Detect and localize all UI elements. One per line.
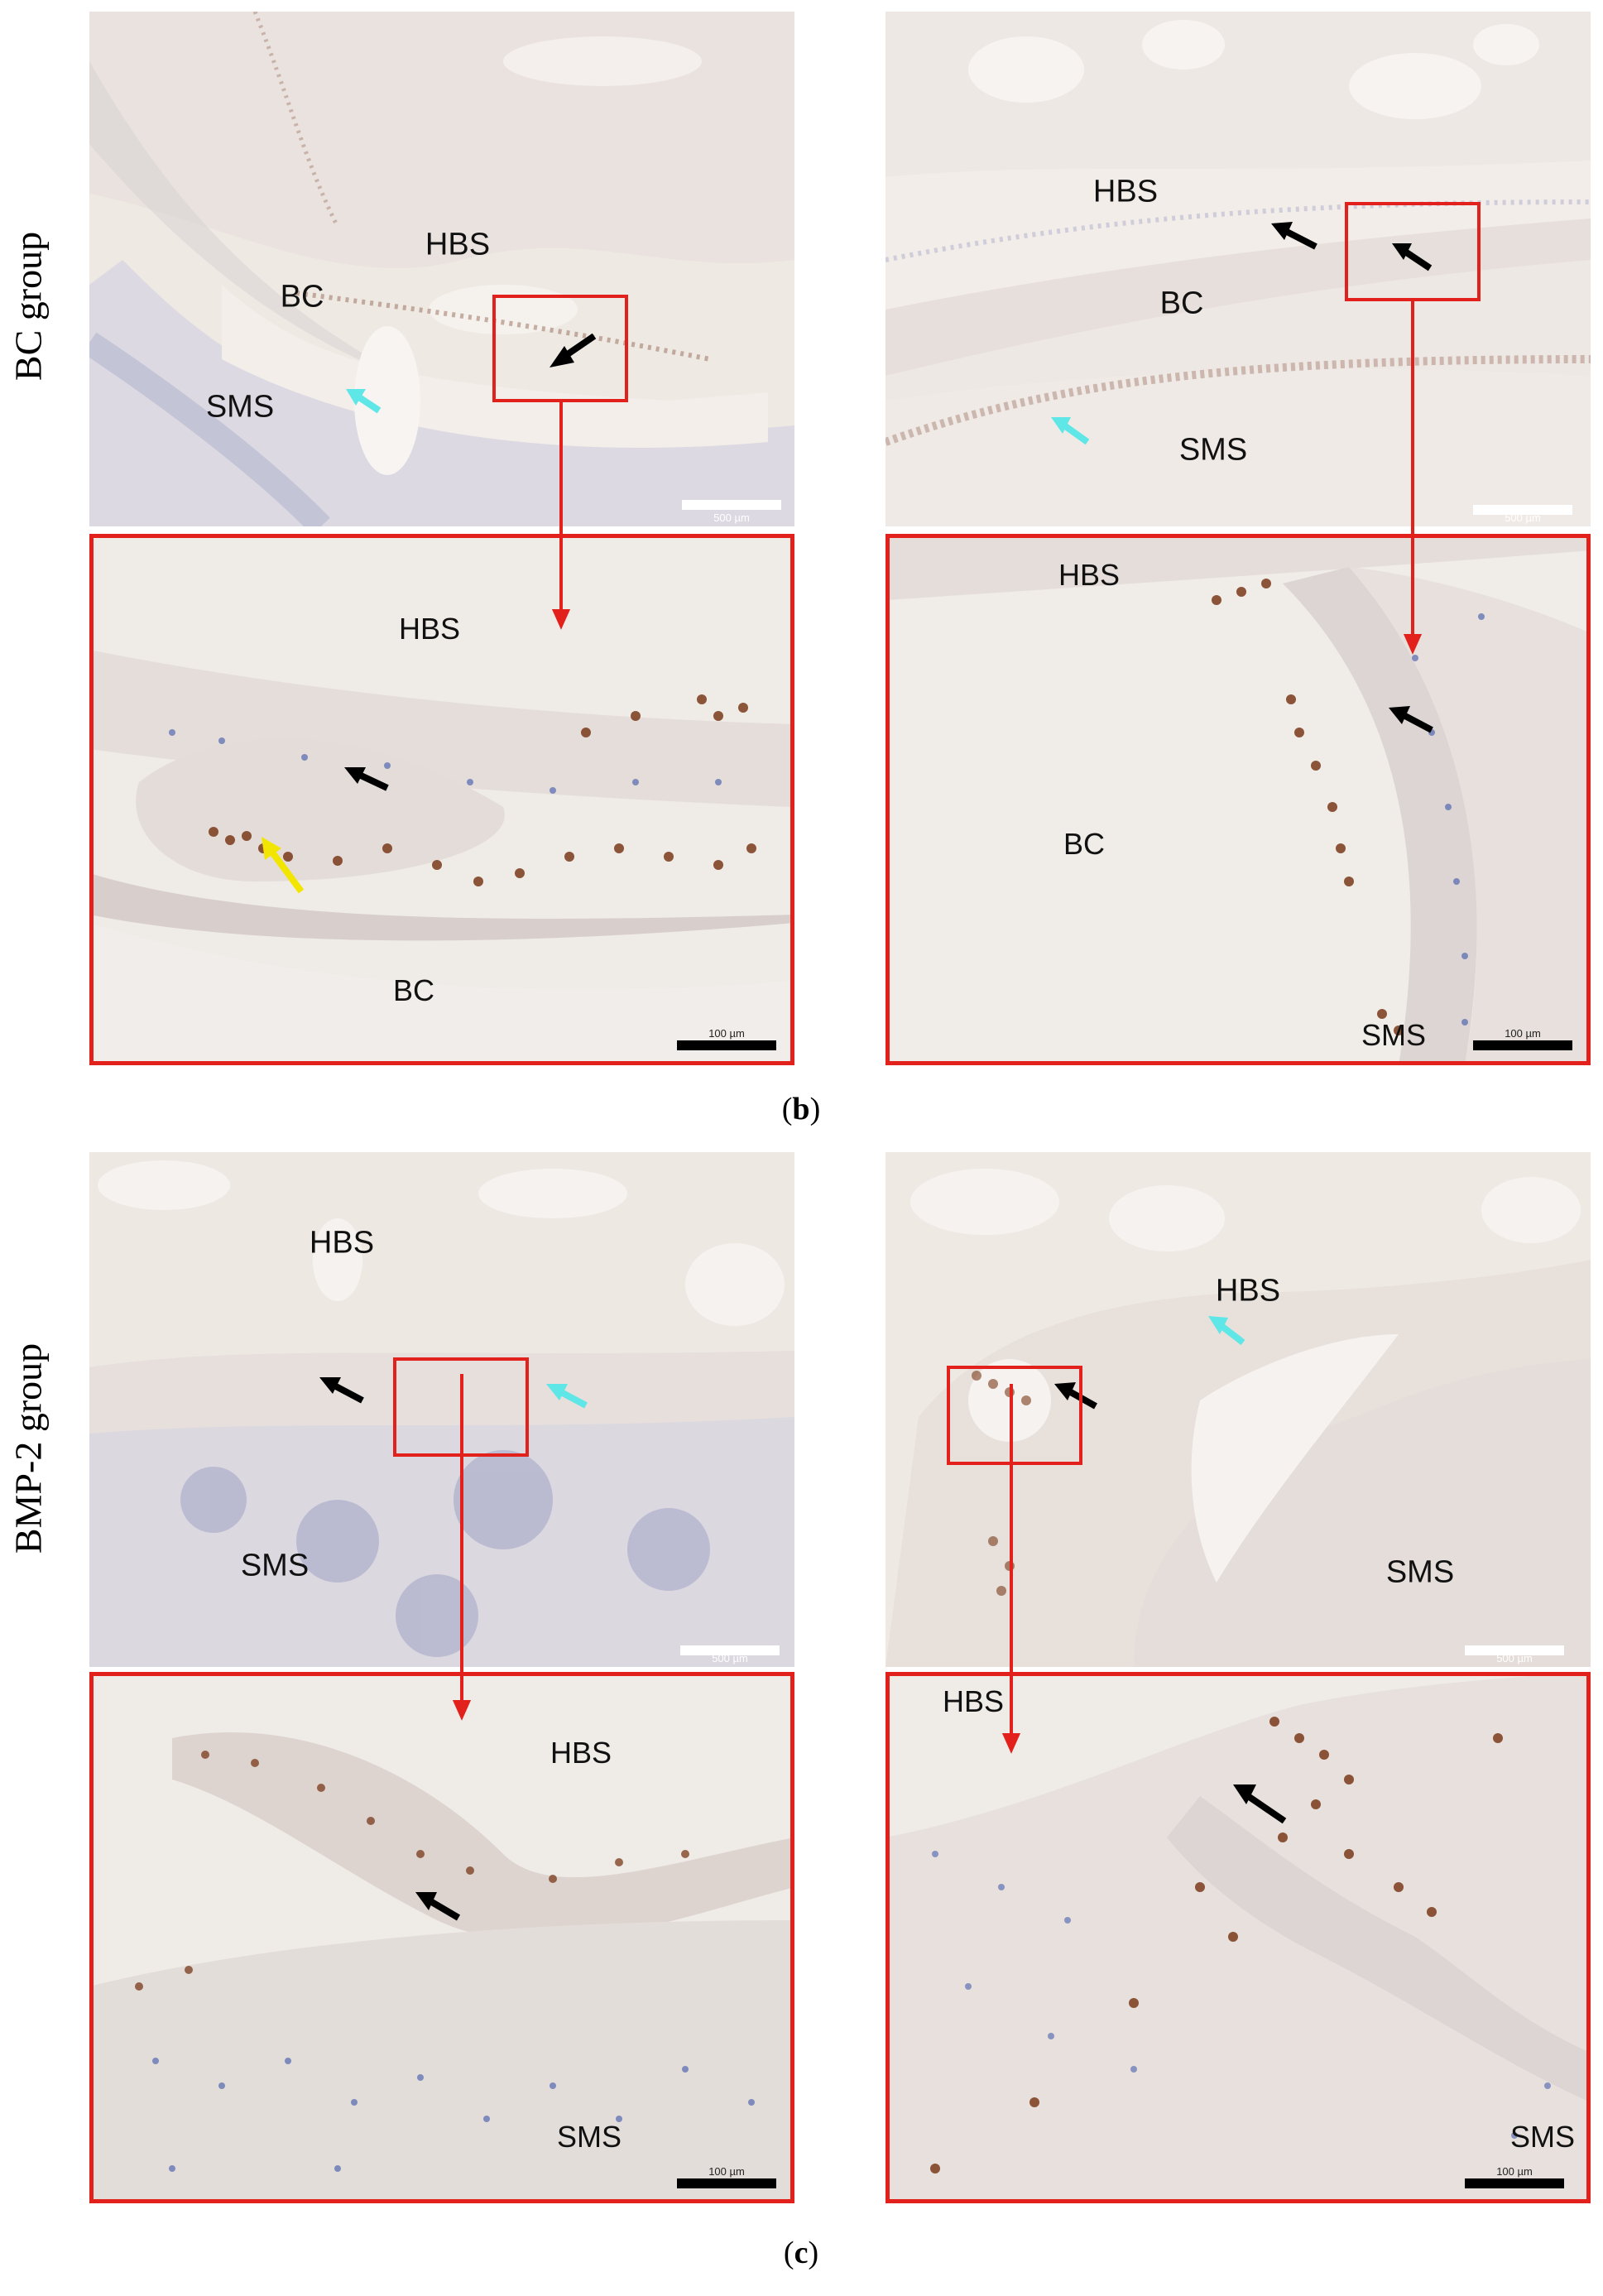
arrow-cyan-icon <box>1208 1316 1245 1346</box>
region-of-interest-box <box>1345 202 1481 301</box>
label-hbs: HBS <box>1058 558 1121 592</box>
image-bc-low-left: HBS BC SMS 500 µm <box>89 12 794 526</box>
label-hbs: HBS <box>1092 174 1159 209</box>
image-bc-high-left: HBS BC 100 µm <box>89 534 794 1065</box>
region-of-interest-box <box>947 1366 1082 1465</box>
label-bc: BC <box>280 279 324 315</box>
scale-bar <box>680 1645 780 1655</box>
label-bc: BC <box>1159 286 1204 321</box>
caption-letter: c <box>794 2236 809 2270</box>
label-hbs: HBS <box>550 1736 612 1770</box>
arrow-cyan-icon <box>546 1384 588 1409</box>
caption-b: (b) <box>782 1091 820 1127</box>
arrow-black-icon <box>1054 1382 1097 1410</box>
arrow-black-icon <box>344 767 389 791</box>
arrow-yellow-icon <box>262 837 305 894</box>
label-hbs: HBS <box>1215 1273 1281 1309</box>
caption-open-paren: ( <box>783 2236 794 2270</box>
label-sms: SMS <box>1509 2120 1576 2154</box>
scale-bar-label: 100 µm <box>1505 1027 1541 1040</box>
caption-close-paren: ) <box>808 2236 819 2270</box>
image-bmp2-high-right: HBS SMS 100 µm <box>885 1672 1591 2203</box>
arrow-black-icon <box>1392 243 1433 271</box>
arrow-cyan-icon <box>1051 417 1090 445</box>
arrow-black-icon <box>1389 706 1433 733</box>
label-sms: SMS <box>1361 1018 1427 1052</box>
image-bmp2-low-right: HBS SMS 500 µm <box>885 1152 1591 1667</box>
scale-bar <box>1473 505 1572 515</box>
caption-open-paren: ( <box>781 1092 793 1126</box>
arrow-black-icon <box>415 1892 461 1921</box>
label-hbs: HBS <box>309 1225 375 1261</box>
scale-bar <box>1473 1040 1572 1050</box>
scale-bar <box>1465 2178 1564 2188</box>
scale-bar-label: 500 µm <box>1505 512 1541 524</box>
scale-bar <box>682 500 781 510</box>
connector-arrows-bc <box>551 301 1423 655</box>
scale-bar-label: 500 µm <box>712 1652 748 1664</box>
scale-bar <box>677 2178 776 2188</box>
scale-bar-label: 100 µm <box>1496 2165 1533 2178</box>
arrow-cyan-icon <box>346 389 382 414</box>
label-sms: SMS <box>556 2120 622 2154</box>
arrow-black-icon <box>319 1377 364 1404</box>
label-hbs: HBS <box>398 612 461 646</box>
image-bmp2-low-left: HBS SMS 500 µm <box>89 1152 794 1667</box>
scale-bar-label: 100 µm <box>708 2165 745 2178</box>
image-bmp2-high-left: HBS SMS 100 µm <box>89 1672 794 2203</box>
label-sms: SMS <box>205 389 275 425</box>
arrow-black-icon <box>1233 1784 1287 1824</box>
region-of-interest-box <box>492 295 628 402</box>
scale-bar <box>677 1040 776 1050</box>
scale-bar-label: 500 µm <box>1496 1652 1533 1664</box>
arrow-black-icon <box>1271 222 1317 250</box>
caption-c: (c) <box>784 2235 818 2271</box>
caption-letter: b <box>792 1092 810 1126</box>
label-sms: SMS <box>1178 432 1248 468</box>
label-bc: BC <box>1063 827 1106 861</box>
scale-bar <box>1465 1645 1564 1655</box>
label-hbs: HBS <box>942 1684 1005 1718</box>
label-sms: SMS <box>240 1548 310 1583</box>
caption-close-paren: ) <box>809 1092 821 1126</box>
label-hbs: HBS <box>425 227 491 262</box>
label-sms: SMS <box>1385 1554 1455 1590</box>
label-bc: BC <box>392 973 435 1007</box>
arrow-black-icon <box>550 333 597 367</box>
scale-bar-label: 500 µm <box>713 512 750 524</box>
connector-arrows-bmp2 <box>452 1374 1021 1754</box>
scale-bar-label: 100 µm <box>708 1027 745 1040</box>
